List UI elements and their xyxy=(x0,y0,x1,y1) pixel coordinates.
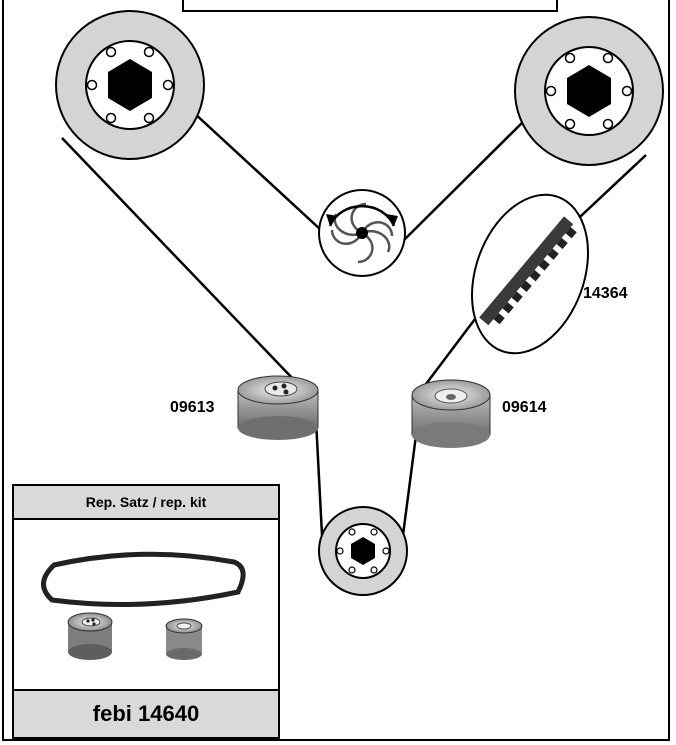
kit-idler-icon xyxy=(166,619,202,660)
belt-left-inner xyxy=(193,112,334,242)
belt-bottom-left xyxy=(316,420,322,535)
belt-part-number: 14364 xyxy=(583,285,628,303)
tensioner-roller-icon xyxy=(238,376,318,440)
kit-belt-icon xyxy=(43,554,243,604)
kit-header: Rep. Satz / rep. kit xyxy=(14,486,278,520)
kit-part-number: febi 14640 xyxy=(14,689,278,737)
water-pump-icon xyxy=(319,190,405,276)
idler-roller-icon xyxy=(412,380,490,448)
camshaft-pulley-left xyxy=(56,11,204,159)
crankshaft-pulley xyxy=(319,507,407,595)
kit-photo xyxy=(14,520,278,690)
idler-part-number: 09614 xyxy=(502,399,547,417)
toothed-belt-callout xyxy=(451,178,609,369)
camshaft-pulley-right xyxy=(515,17,663,165)
tensioner-part-number: 09613 xyxy=(170,399,215,417)
kit-tensioner-icon xyxy=(68,613,112,660)
repair-kit-panel: Rep. Satz / rep. kit febi 14640 xyxy=(12,484,280,739)
